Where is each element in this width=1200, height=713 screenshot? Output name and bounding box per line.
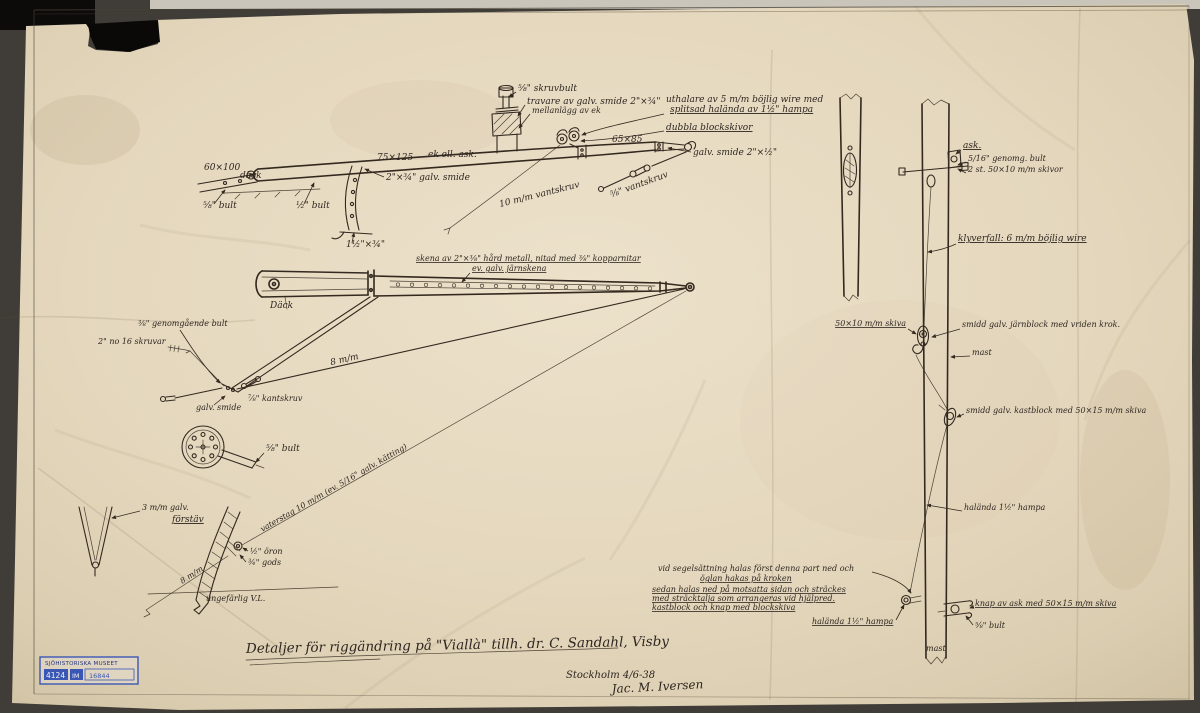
label-waterline: ungefärlig V.L. (206, 594, 265, 603)
label-uthalare-2: splitsad halända av 1½" hampa (670, 104, 813, 115)
mast-section-main: ask. 5/16" genomg. bult 2 st. 50×10 m/m … (652, 98, 1146, 665)
waterline (147, 586, 339, 595)
label-uthalare-1: uthalare av 5 m/m böjlig wire med (666, 95, 823, 105)
bowsprit-spar (373, 275, 695, 297)
label-note2-1: sedan halas ned på motsatta sidan och st… (652, 585, 846, 594)
label-galv-smide-tip: galv. smide 2"×½" (693, 147, 777, 158)
label-skiva-5010: 50×10 m/m skiva (835, 319, 906, 328)
label-jarnblock: smidd galv. järnblock med vriden krok. (962, 320, 1120, 329)
label-dim-bracket: 1½"×¾" (346, 239, 385, 250)
mast-section-small (839, 93, 862, 302)
halyard-wire (923, 186, 932, 328)
paper-creases (0, 5, 1192, 710)
stamp-number-1: 4124 (46, 671, 65, 680)
label-ask: ask. (963, 141, 981, 151)
mast-oval-fitting (842, 145, 858, 196)
stamp-number-3: 16844 (89, 672, 110, 680)
label-knap: knap av ask med 50×15 m/m skiva (975, 599, 1117, 608)
label-dack-mid: Däck (269, 301, 293, 311)
vaterstag-line (143, 290, 687, 618)
boom-spar (252, 141, 657, 182)
label-note2-2: med sträcktalja som arrangeras vid hjälp… (652, 594, 835, 603)
deck-timber (255, 269, 375, 298)
label-bult58-right: ⅝" bult (975, 621, 1006, 630)
label-skruvbult: ⅝" skruvbult (518, 84, 577, 94)
label-halanda-a: halända 1½" hampa (964, 503, 1046, 512)
boom-left-eye-fitting (197, 170, 258, 193)
stamp-text: SJÖHISTORISKA MUSEET (45, 660, 118, 667)
label-klyverfall: klyverfall: 6 m/m böjlig wire (958, 234, 1087, 244)
label-bult12: ½" bult (296, 200, 330, 211)
label-mast-a: mast (972, 348, 992, 357)
bobstay (159, 288, 685, 403)
label-travare: travare av galv. smide 2"×¾" (527, 96, 661, 107)
down-rope-upper (915, 354, 949, 412)
label-galv-smide-bracket: 2"×¾" galv. smide (385, 172, 470, 183)
place-date: Stockholm 4/6-38 (566, 670, 655, 681)
drawing-title: Detaljer för riggändring på "Viallà" til… (245, 634, 670, 657)
label-forstav: förstäv (171, 515, 204, 525)
double-block (556, 127, 580, 149)
eye-ring (900, 594, 922, 606)
label-mast-b: mast (926, 644, 946, 653)
label-galv-smide: galv. smide (196, 403, 241, 412)
label-kantskruv: ⅞" kantskruv (248, 394, 303, 403)
label-dubbla-blockskivor: dubbla blockskivor (666, 123, 753, 133)
boom-tip-fitting (654, 141, 697, 153)
label-note1-1: vid segelsättning halas först denna part… (658, 564, 854, 573)
rivet-strip (389, 280, 656, 292)
signature: Jac. M. Iversen (608, 677, 703, 696)
label-dack-top: däck (240, 171, 262, 181)
label-genombult-38: ⅜" genomgående bult (138, 319, 228, 328)
screw-bolt-detail (491, 84, 522, 154)
archive-stamp: SJÖHISTORISKA MUSEET 4124 IM 16844 (39, 656, 139, 685)
deck-line (224, 188, 321, 200)
mast-body (921, 98, 950, 665)
label-bult58-top: ⅝" bult (203, 201, 237, 211)
label-mellanlagg: mellanlägg av ek (532, 106, 601, 115)
label-genombult-516: 5/16" genomg. bult (968, 154, 1047, 163)
label-dim-75x125: 75×125 (377, 153, 413, 163)
tip-stay-turnbuckle (597, 151, 687, 193)
label-note1-2: öglan hakas på kroken (700, 574, 792, 583)
outhaul-wire (443, 144, 561, 235)
label-halanda-b: halända 1½" hampa (812, 617, 894, 626)
label-skena-1: skena av 2"×⅜" hård metall, nitad med ⅜"… (416, 254, 642, 263)
frame-border (33, 5, 1191, 700)
stamp-number-2: IM (72, 672, 80, 680)
bowsprit-assembly: skena av 2"×⅜" hård metall, nitad med ⅜"… (97, 254, 695, 412)
label-skena-2: ev. galv. järnskena (472, 264, 547, 273)
wire-block-with-hook (912, 325, 930, 355)
title-block: Detaljer för riggändring på "Viallà" til… (245, 634, 704, 697)
label-ek-ask: ek ell. ask. (428, 150, 477, 160)
label-dim-65x85: 65×85 (612, 135, 643, 145)
label-gods: ¾" gods (248, 558, 281, 567)
paper-sheet (12, 4, 1194, 710)
gooseneck-bracket (331, 165, 373, 240)
stem-flange-detail (181, 425, 265, 469)
torn-notch (88, 20, 160, 52)
stem-profile (193, 506, 243, 615)
label-galv-3mm: 3 m/m galv. (142, 503, 189, 512)
label-kastblock: smidd galv. kastblock med 50×15 m/m skiv… (966, 406, 1146, 415)
label-oron: ½" öron (250, 547, 283, 556)
label-skivor: 2 st. 50×10 m/m skivor (967, 165, 1064, 174)
label-dim-60x100: 60×100 (204, 163, 240, 173)
label-bult58-mid: ⅝" bult (266, 444, 300, 454)
label-skruvar: 2" no 16 skruvar (97, 337, 167, 346)
stem-v-section (78, 506, 113, 577)
label-note2-3: kastblock och knap med blockskiva (652, 603, 796, 612)
